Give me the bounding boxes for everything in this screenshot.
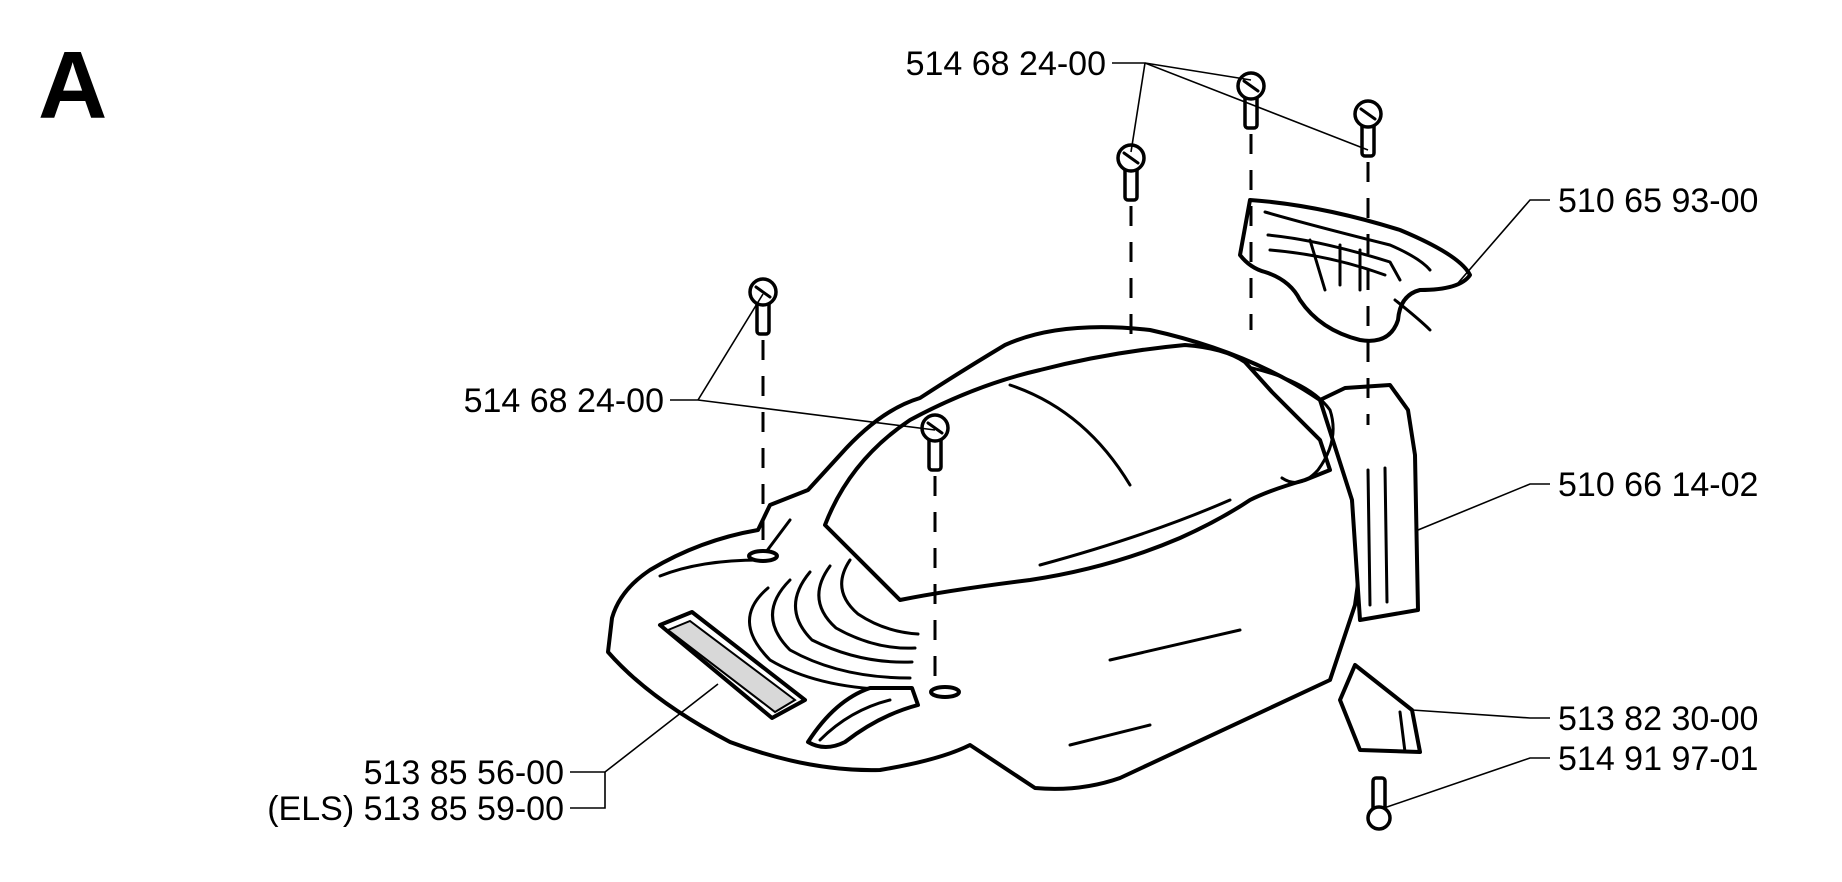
callout-screws-top: 514 68 24-00 <box>906 45 1106 83</box>
leader-lines <box>570 62 1550 809</box>
callout-screw-bottom: 514 91 97-01 <box>1558 740 1758 778</box>
callout-decal: 513 85 56-00 <box>364 754 564 792</box>
callout-grille: 510 65 93-00 <box>1558 182 1758 220</box>
cylinder-cover <box>606 325 1420 791</box>
callout-decal-els: (ELS) 513 85 59-00 <box>267 790 564 828</box>
callout-cover: 510 66 14-02 <box>1558 466 1758 504</box>
section-letter: A <box>38 32 107 139</box>
screw-icon <box>1353 99 1383 158</box>
strip-part <box>1338 663 1422 754</box>
screw-icon <box>1366 776 1392 831</box>
decal <box>666 619 797 714</box>
screw-icon <box>1116 143 1146 202</box>
callout-screws-left: 514 68 24-00 <box>464 382 664 420</box>
screw-icon <box>748 277 778 336</box>
grille-part <box>1238 198 1472 343</box>
callout-strip: 513 82 30-00 <box>1558 700 1758 738</box>
